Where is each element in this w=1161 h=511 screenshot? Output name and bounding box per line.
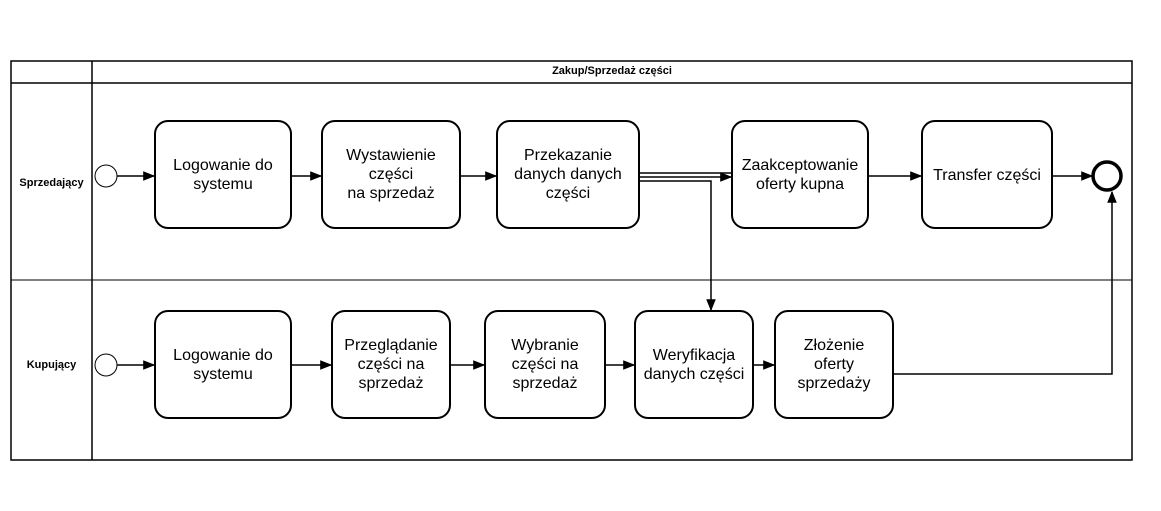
pool-frame — [10, 60, 1133, 461]
task-buyer-select[interactable]: Wybranie części na sprzedaż — [484, 310, 606, 419]
task-seller-accept-offer[interactable]: Zaakceptowanie oferty kupna — [731, 120, 869, 229]
lane-label-seller: Sprzedający — [19, 177, 84, 189]
pool-title: Zakup/Sprzedaż części — [552, 65, 672, 77]
task-seller-list-part[interactable]: Wystawienie części na sprzedaż — [321, 120, 461, 229]
flow-offer-to-end — [894, 190, 1117, 375]
task-buyer-verify[interactable]: Weryfikacja danych części — [634, 310, 754, 419]
task-seller-send-data[interactable]: Przekazanie danych danych części — [496, 120, 640, 229]
seller-start-event[interactable] — [94, 164, 118, 188]
flow-send-to-verify — [640, 180, 716, 312]
task-seller-transfer[interactable]: Transfer części — [921, 120, 1053, 229]
lane-label-buyer: Kupujący — [26, 359, 77, 371]
task-buyer-browse[interactable]: Przeglądanie części na sprzedaż — [331, 310, 451, 419]
end-event[interactable] — [1091, 160, 1123, 192]
task-seller-login[interactable]: Logowanie do systemu — [154, 120, 292, 229]
buyer-start-event[interactable] — [94, 353, 118, 377]
task-buyer-login[interactable]: Logowanie do systemu — [154, 310, 292, 419]
task-buyer-offer[interactable]: Złożenie oferty sprzedaży — [774, 310, 894, 419]
